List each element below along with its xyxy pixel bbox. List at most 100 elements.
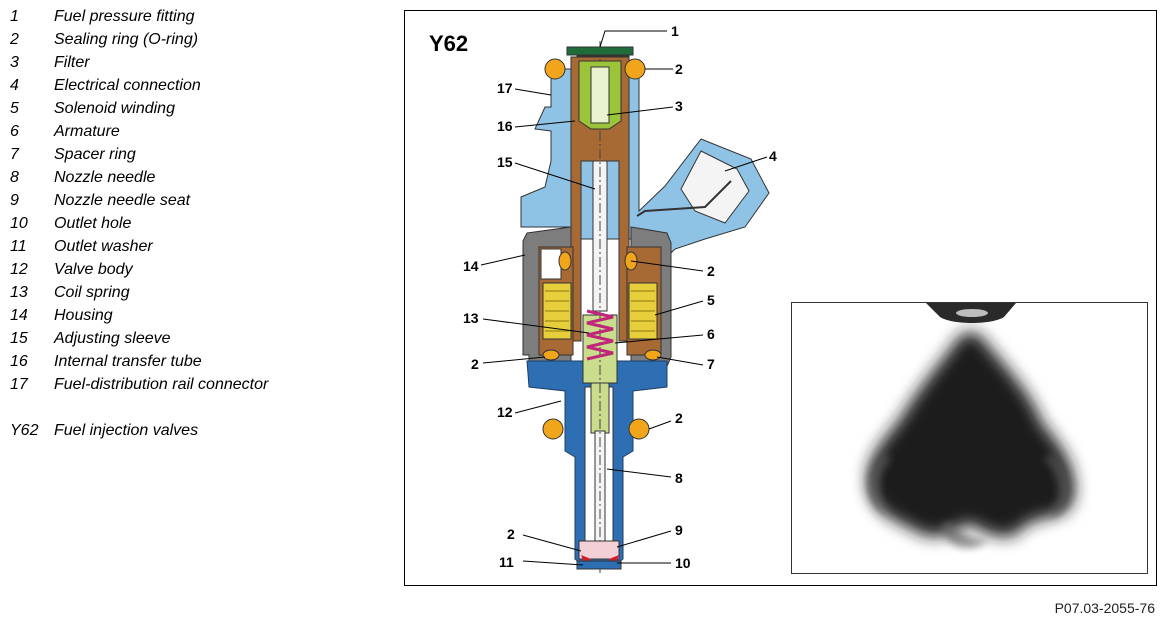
legend-list: 1 Fuel pressure fitting 2 Sealing ring (O-r… bbox=[10, 5, 390, 442]
figure-reference-code: P07.03-2055-76 bbox=[1054, 600, 1155, 616]
legend-number: 5 bbox=[10, 100, 19, 117]
callout-11: 11 bbox=[499, 554, 514, 570]
figure-title: Y62 bbox=[429, 31, 468, 56]
outlet-washer bbox=[576, 560, 622, 570]
spacer-ring-right bbox=[644, 349, 662, 361]
legend-number: 9 bbox=[10, 192, 19, 209]
injector-tip-highlight bbox=[956, 309, 988, 317]
legend-label: Fuel pressure fitting bbox=[54, 8, 195, 25]
legend-spacer bbox=[10, 396, 390, 419]
legend-label: Sealing ring (O-ring) bbox=[54, 31, 199, 48]
legend-number: 2 bbox=[10, 31, 19, 48]
legend-label: Adjusting sleeve bbox=[54, 330, 171, 347]
callout-1: 1 bbox=[671, 23, 679, 39]
callout-8: 8 bbox=[675, 470, 683, 486]
legend-number: 1 bbox=[10, 8, 19, 25]
o-ring-top-left bbox=[544, 58, 566, 80]
legend-row: 6 Armature bbox=[10, 120, 390, 143]
legend-row: 9 Nozzle needle seat bbox=[10, 189, 390, 212]
legend-row: 10 Outlet hole bbox=[10, 212, 390, 235]
callout-14: 14 bbox=[463, 258, 479, 274]
legend-number: 14 bbox=[10, 307, 28, 324]
callout-5: 5 bbox=[707, 292, 715, 308]
o-ring-mid-left bbox=[558, 251, 572, 271]
legend-number: 6 bbox=[10, 123, 19, 140]
legend-label: Internal transfer tube bbox=[54, 353, 202, 370]
callout-16: 16 bbox=[497, 118, 513, 134]
injector-cross-section: Y62 bbox=[429, 23, 777, 573]
callout-3: 3 bbox=[675, 98, 683, 114]
legend-number: 12 bbox=[10, 261, 28, 278]
legend-label: Housing bbox=[54, 307, 113, 324]
spray-pattern-image bbox=[867, 303, 1075, 548]
callout-12: 12 bbox=[497, 404, 513, 420]
callout-17: 17 bbox=[497, 80, 513, 96]
spray-pattern-photo bbox=[791, 302, 1148, 574]
legend-label: Valve body bbox=[54, 261, 133, 278]
o-ring-lower-left bbox=[542, 418, 564, 440]
legend-row: 4 Electrical connection bbox=[10, 74, 390, 97]
callout-2-lower: 2 bbox=[675, 410, 683, 426]
electrical-connector-pin bbox=[636, 180, 732, 217]
legend-row: 11 Outlet washer bbox=[10, 235, 390, 258]
callout-7: 7 bbox=[707, 356, 715, 372]
callout-2-tip: 2 bbox=[507, 526, 515, 542]
legend-label: Solenoid winding bbox=[54, 100, 175, 117]
injector-diagram-figure: Y62 bbox=[404, 10, 1157, 586]
callout-6: 6 bbox=[707, 326, 715, 342]
callout-2-spacer: 2 bbox=[471, 356, 479, 372]
legend-row: 5 Solenoid winding bbox=[10, 97, 390, 120]
legend-row: 2 Sealing ring (O-ring) bbox=[10, 28, 390, 51]
legend-label: Electrical connection bbox=[54, 77, 201, 94]
legend-row: 12 Valve body bbox=[10, 258, 390, 281]
legend-row: 7 Spacer ring bbox=[10, 143, 390, 166]
legend-row: 16 Internal transfer tube bbox=[10, 350, 390, 373]
legend-label: Nozzle needle seat bbox=[54, 192, 191, 209]
legend-label: Coil spring bbox=[54, 284, 130, 301]
spacer-ring-left bbox=[542, 349, 560, 361]
legend-row: 17 Fuel-distribution rail connector bbox=[10, 373, 390, 396]
callout-13: 13 bbox=[463, 310, 479, 326]
callout-15: 15 bbox=[497, 154, 513, 170]
callout-2-mid: 2 bbox=[707, 263, 715, 279]
legend-number: 4 bbox=[10, 77, 19, 94]
fuel-pressure-fitting bbox=[566, 46, 634, 56]
legend-label: Armature bbox=[54, 123, 120, 140]
leader-lines bbox=[480, 30, 768, 566]
legend-row: 3 Filter bbox=[10, 51, 390, 74]
callout-9: 9 bbox=[675, 522, 683, 538]
coil-spring bbox=[586, 309, 614, 361]
winding-hatching bbox=[545, 290, 655, 332]
legend-row: 14 Housing bbox=[10, 304, 390, 327]
filter-core bbox=[590, 66, 610, 124]
legend-label: Outlet washer bbox=[54, 238, 153, 255]
legend-row: 13 Coil spring bbox=[10, 281, 390, 304]
legend-number: 15 bbox=[10, 330, 28, 347]
legend-component-row: Y62 Fuel injection valves bbox=[10, 419, 390, 442]
legend-number: 8 bbox=[10, 169, 19, 186]
callout-4: 4 bbox=[769, 148, 777, 164]
legend-label: Fuel-distribution rail connector bbox=[54, 376, 269, 393]
legend-number: 16 bbox=[10, 353, 28, 370]
legend-number: 13 bbox=[10, 284, 28, 301]
legend-row: 8 Nozzle needle bbox=[10, 166, 390, 189]
legend-component-code: Y62 bbox=[10, 422, 39, 439]
legend-number: 7 bbox=[10, 146, 19, 163]
legend-label: Spacer ring bbox=[54, 146, 136, 163]
legend-number: 17 bbox=[10, 376, 28, 393]
legend-row: 15 Adjusting sleeve bbox=[10, 327, 390, 350]
internal-transfer-tube bbox=[570, 56, 630, 342]
callout-10: 10 bbox=[675, 555, 691, 571]
legend-number: 11 bbox=[10, 238, 27, 255]
o-ring-lower-right bbox=[628, 418, 650, 440]
legend-label: Filter bbox=[54, 54, 90, 71]
callout-2-top: 2 bbox=[675, 61, 683, 77]
legend-label: Nozzle needle bbox=[54, 169, 156, 186]
nozzle-seat bbox=[578, 540, 620, 560]
legend-number: 10 bbox=[10, 215, 28, 232]
o-ring-top-right bbox=[624, 58, 646, 80]
upper-chamber-left bbox=[540, 248, 562, 280]
legend-number: 3 bbox=[10, 54, 19, 71]
legend-component-text: Fuel injection valves bbox=[54, 422, 199, 439]
legend-label: Outlet hole bbox=[54, 215, 132, 232]
